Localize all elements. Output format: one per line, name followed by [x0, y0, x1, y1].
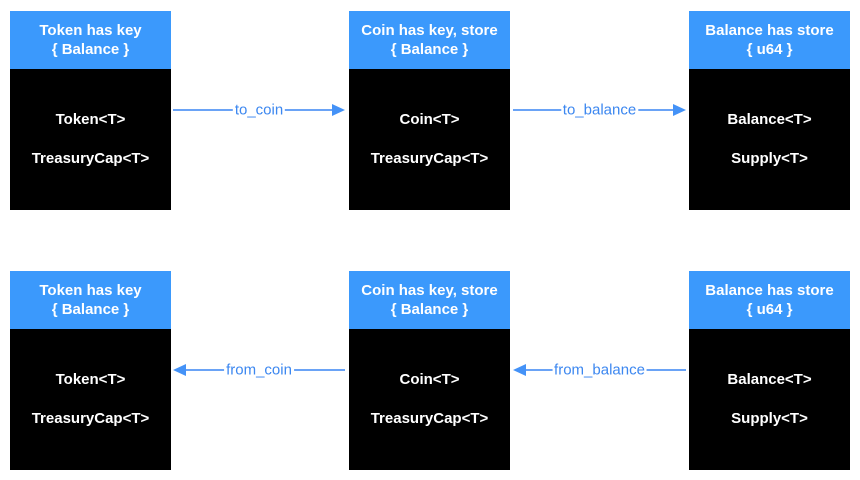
box-header-line2: { u64 } — [746, 301, 793, 318]
box-body: Coin<T> TreasuryCap<T> — [349, 69, 510, 210]
box-body: Balance<T> Supply<T> — [689, 329, 850, 470]
struct-type-label: Token<T> — [55, 371, 126, 388]
box-body: Balance<T> Supply<T> — [689, 69, 850, 210]
box-header-line2: { Balance } — [51, 301, 130, 318]
struct-type-label: Token<T> — [55, 111, 126, 128]
box-header-line2: { u64 } — [746, 41, 793, 58]
arrow-from-balance: from_balance — [513, 361, 686, 379]
arrow-label: to_coin — [232, 101, 286, 119]
struct-type-label: Supply<T> — [731, 150, 808, 167]
token-struct-box-top: Token has key { Balance } Token<T> Treas… — [10, 11, 171, 210]
struct-type-label: Balance<T> — [727, 371, 812, 388]
box-header-line1: Coin has key, store — [361, 22, 498, 39]
struct-type-label: Coin<T> — [399, 371, 460, 388]
struct-type-label: Coin<T> — [399, 111, 460, 128]
struct-type-label: Balance<T> — [727, 111, 812, 128]
struct-type-label: Supply<T> — [731, 410, 808, 427]
struct-type-label: TreasuryCap<T> — [31, 150, 150, 167]
box-header-line2: { Balance } — [51, 41, 130, 58]
arrow-to-coin: to_coin — [173, 101, 345, 119]
arrowhead-left-icon — [513, 364, 526, 376]
box-header: Balance has store { u64 } — [689, 271, 850, 329]
box-header: Token has key { Balance } — [10, 11, 171, 69]
arrow-label: from_coin — [224, 361, 294, 379]
coin-struct-box-bottom: Coin has key, store { Balance } Coin<T> … — [349, 271, 510, 470]
box-body: Token<T> TreasuryCap<T> — [10, 69, 171, 210]
box-body: Token<T> TreasuryCap<T> — [10, 329, 171, 470]
box-header: Token has key { Balance } — [10, 271, 171, 329]
box-header: Coin has key, store { Balance } — [349, 11, 510, 69]
box-body: Coin<T> TreasuryCap<T> — [349, 329, 510, 470]
box-header-line1: Balance has store — [705, 22, 834, 39]
balance-struct-box-bottom: Balance has store { u64 } Balance<T> Sup… — [689, 271, 850, 470]
arrowhead-right-icon — [332, 104, 345, 116]
arrow-from-coin: from_coin — [173, 361, 345, 379]
balance-struct-box-top: Balance has store { u64 } Balance<T> Sup… — [689, 11, 850, 210]
box-header-line1: Token has key — [39, 282, 142, 299]
box-header: Balance has store { u64 } — [689, 11, 850, 69]
arrow-to-balance: to_balance — [513, 101, 686, 119]
arrowhead-left-icon — [173, 364, 186, 376]
struct-type-label: TreasuryCap<T> — [370, 410, 489, 427]
box-header-line2: { Balance } — [390, 301, 469, 318]
arrow-label: to_balance — [560, 101, 639, 119]
box-header-line1: Coin has key, store — [361, 282, 498, 299]
coin-struct-box-top: Coin has key, store { Balance } Coin<T> … — [349, 11, 510, 210]
box-header-line2: { Balance } — [390, 41, 469, 58]
arrow-label: from_balance — [552, 361, 647, 379]
box-header: Coin has key, store { Balance } — [349, 271, 510, 329]
box-header-line1: Token has key — [39, 22, 142, 39]
struct-type-label: TreasuryCap<T> — [31, 410, 150, 427]
arrowhead-right-icon — [673, 104, 686, 116]
token-struct-box-bottom: Token has key { Balance } Token<T> Treas… — [10, 271, 171, 470]
box-header-line1: Balance has store — [705, 282, 834, 299]
struct-type-label: TreasuryCap<T> — [370, 150, 489, 167]
